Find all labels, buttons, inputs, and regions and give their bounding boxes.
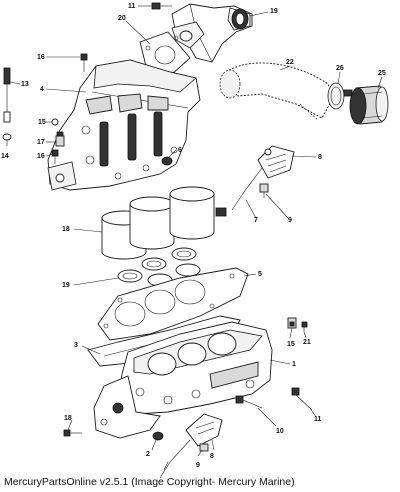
callout-11: 11 [314, 416, 322, 423]
callout-15-right: 15 [287, 341, 295, 348]
part-22-gasket[interactable] [139, 31, 191, 77]
part-8-bracket-upper[interactable] [257, 145, 295, 179]
callout-8-upper: 8 [318, 154, 322, 161]
callout-15-left: 15 [38, 119, 46, 126]
callout-25: 22 [286, 59, 294, 66]
callout-4: 4 [40, 86, 44, 93]
callout-6: 6 [178, 147, 182, 154]
callout-26: 25 [378, 70, 386, 77]
part-4-exhaust-manifold[interactable] [47, 59, 201, 191]
callout-22: 20 [118, 15, 126, 22]
part-12-bolt[interactable] [151, 2, 172, 10]
part-19-sleeves[interactable] [101, 186, 215, 260]
callout-17: 17 [37, 139, 45, 146]
callout-10: 10 [276, 428, 284, 435]
part-14-fitting[interactable] [2, 133, 12, 146]
part-9-screw-upper[interactable] [259, 183, 269, 198]
part-7-sensor-harness[interactable] [215, 167, 263, 217]
part-16-bolt-upper[interactable] [80, 53, 88, 72]
part-18-bolt[interactable] [63, 429, 82, 437]
callout-3: 3 [74, 342, 78, 349]
callout-9-lower: 9 [196, 462, 200, 469]
part-5-gasket[interactable] [97, 267, 249, 341]
part-1-manifold-housing[interactable] [117, 321, 273, 415]
part-11-bolt[interactable] [291, 387, 313, 411]
part-1-lower-housing[interactable] [93, 375, 161, 439]
part-27-clamp[interactable] [327, 82, 353, 110]
callout-13: 13 [21, 81, 29, 88]
leader-lines [9, 5, 383, 471]
callout-7: 7 [254, 217, 258, 224]
callout-21: 19 [270, 8, 278, 15]
part-13-sensor[interactable] [3, 67, 11, 123]
callout-23: 21 [303, 339, 311, 346]
part-25-exhaust-tube[interactable] [219, 62, 335, 121]
part-16-bolt-lower-left[interactable] [51, 149, 59, 164]
part-23-screw[interactable] [301, 321, 308, 332]
callout-labels: 11 19 20 22 26 25 16 13 4 15 17 14 16 6 … [1, 3, 386, 469]
callout-8-lower: 8 [210, 453, 214, 460]
part-8-bracket-lower[interactable] [159, 413, 223, 479]
callout-20: 19 [62, 282, 70, 289]
part-6-plug[interactable] [161, 156, 173, 166]
callout-16-upper: 16 [37, 54, 45, 61]
callout-16-lower: 16 [37, 153, 45, 160]
part-15-clip-right[interactable] [287, 317, 297, 329]
copyright-caption: MercuryPartsOnline v2.5.1 (Image Copyrig… [4, 476, 295, 488]
callout-27: 26 [336, 65, 344, 72]
part-10-bolt[interactable] [235, 395, 263, 409]
callout-12: 11 [128, 3, 136, 10]
callout-14: 14 [1, 153, 9, 160]
part-21-elbow[interactable] [171, 3, 253, 63]
part-15-plug[interactable] [51, 118, 59, 126]
callout-1: 1 [292, 361, 296, 368]
callout-2: 2 [146, 451, 150, 458]
part-9-screw-lower[interactable] [199, 443, 209, 452]
callout-9-upper: 9 [288, 217, 292, 224]
part-2-plug[interactable] [152, 431, 164, 441]
part-26-coupling[interactable] [349, 85, 389, 125]
callout-5: 5 [258, 271, 262, 278]
part-17-fitting[interactable] [55, 131, 65, 147]
callout-18: 18 [64, 415, 72, 422]
callout-19: 18 [62, 226, 70, 233]
